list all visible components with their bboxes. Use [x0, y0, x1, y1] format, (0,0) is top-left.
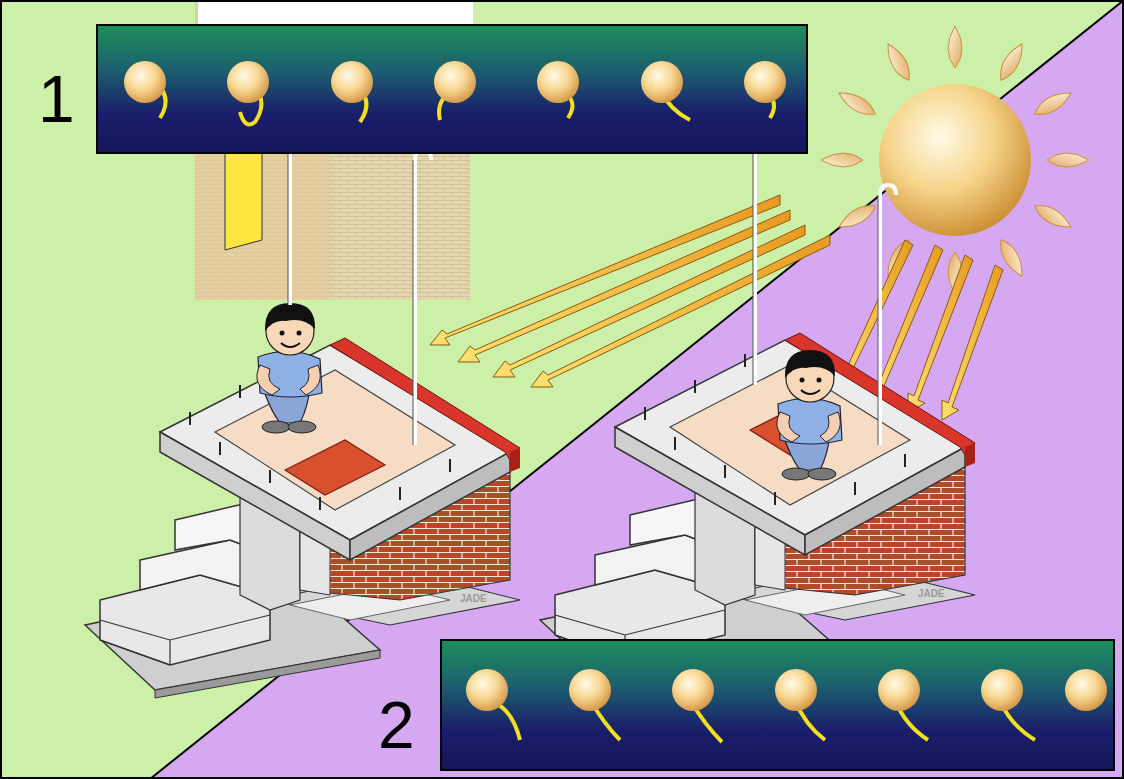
callout-number: 2	[378, 692, 415, 758]
sun	[821, 26, 1089, 294]
mat	[285, 440, 385, 495]
day-night-band	[441, 640, 1114, 770]
watermark: JADE	[460, 594, 487, 604]
pole	[290, 140, 896, 445]
boy	[777, 350, 842, 480]
callout-number: 1	[38, 66, 75, 132]
boy	[257, 303, 322, 433]
day-night-band	[97, 25, 807, 153]
watermark: JADE	[918, 589, 945, 599]
